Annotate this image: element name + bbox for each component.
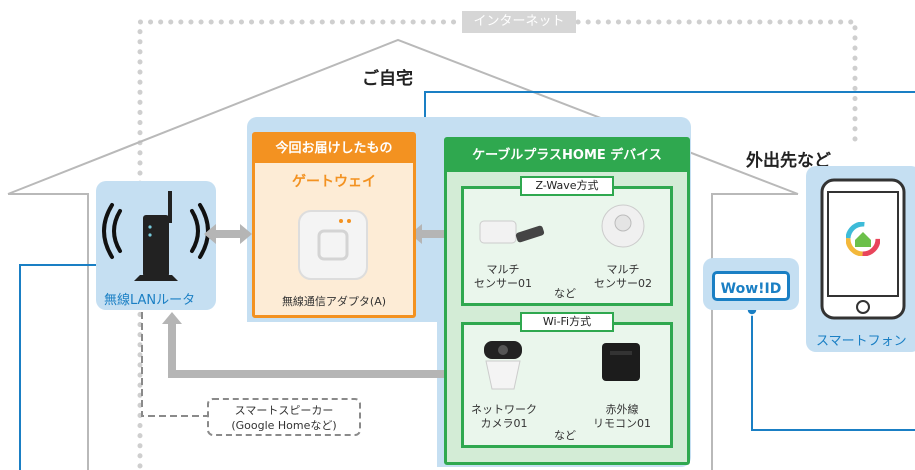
network-camera-icon <box>484 341 522 390</box>
panel-cutout <box>247 322 437 470</box>
sensor2-line2: センサー02 <box>594 277 652 290</box>
zwave-box: Z-Wave方式 マルチ センサー01 マルチ センサー02 など <box>461 176 673 306</box>
wifi-box: Wi-Fi方式 ネットワーク カメラ01 赤外線 リモコン01 など <box>461 312 673 448</box>
remote-line2: リモコン01 <box>593 417 651 430</box>
internet-dotted-path <box>137 19 858 469</box>
sensor2-line1: マルチ <box>606 263 640 276</box>
app-logo-icon <box>846 222 880 256</box>
gateway-title: ゲートウェイ <box>292 174 376 190</box>
delivered-header: 今回お届けしたもの <box>255 135 413 163</box>
internet-label: インターネット <box>462 11 576 33</box>
motion-sensor-icon <box>601 204 645 248</box>
speaker-dashed-link <box>141 312 207 417</box>
speaker-line2: (Google Homeなど) <box>231 419 337 432</box>
outside-title: 外出先など <box>746 151 831 171</box>
devices-box: ケーブルプラスHOME デバイス Z-Wave方式 マルチ センサー01 マルチ… <box>444 137 690 465</box>
sensor1-line1: マルチ <box>486 263 520 276</box>
smart-speaker-box: スマートスピーカー (Google Homeなど) <box>207 398 361 436</box>
gateway-cube-icon <box>298 210 368 280</box>
router-panel: 無線LANルータ <box>96 181 216 310</box>
smartphone-label: スマートフォン <box>816 334 907 349</box>
home-title: ご自宅 <box>362 69 413 89</box>
camera-line2: カメラ01 <box>480 417 528 430</box>
wifi-tag: Wi-Fi方式 <box>520 312 614 332</box>
door-sensor-icon <box>479 220 545 244</box>
zwave-etc: など <box>554 287 576 300</box>
delivered-box: 今回お届けしたもの ゲートウェイ 無線通信アダプタ(A) <box>252 132 416 318</box>
wowid-badge: Wow!ID <box>712 271 790 301</box>
speaker-line1: スマートスピーカー <box>234 404 334 417</box>
router-label: 無線LANルータ <box>104 293 196 308</box>
gateway-caption: 無線通信アダプタ(A) <box>281 295 387 308</box>
camera-line1: ネットワーク <box>471 403 537 416</box>
ir-remote-icon <box>602 343 640 381</box>
sensor1-line2: センサー01 <box>474 277 532 290</box>
blue-links <box>19 91 915 470</box>
devices-header: ケーブルプラスHOME デバイス <box>447 140 687 172</box>
wifi-etc: など <box>554 429 576 442</box>
remote-line1: 赤外線 <box>605 403 639 416</box>
zwave-tag: Z-Wave方式 <box>520 176 614 196</box>
